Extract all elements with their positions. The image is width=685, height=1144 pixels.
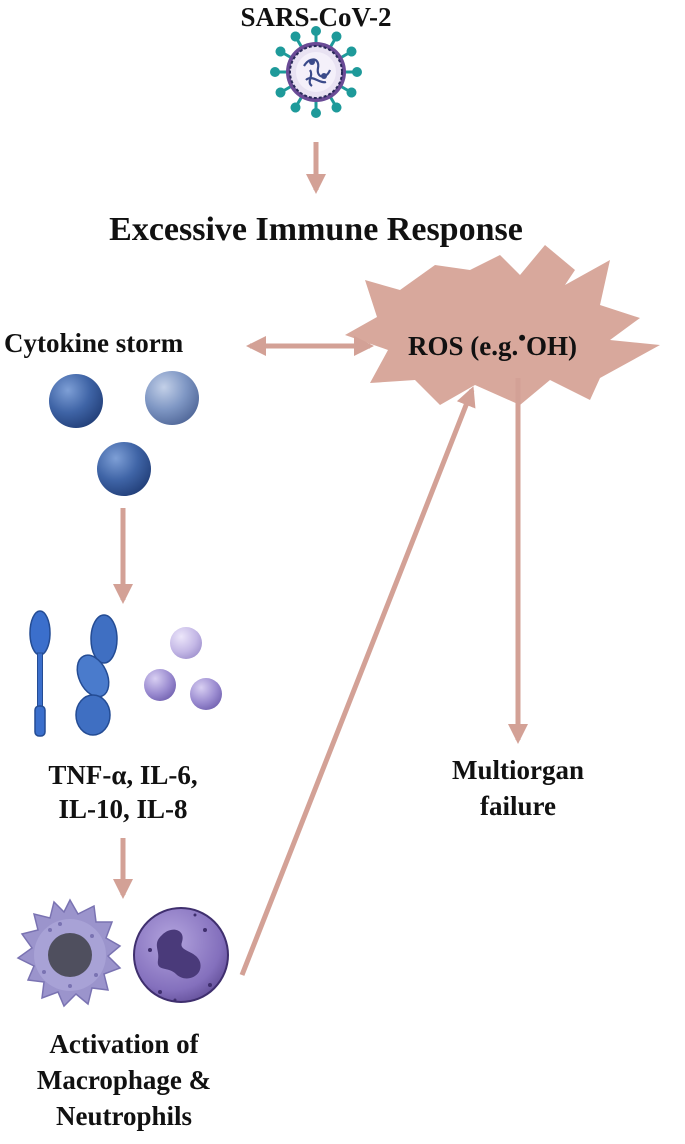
multiorgan-failure-label: Multiorgan failure [418,752,618,824]
arrow-activation-to-ros [239,386,476,976]
ros-label: ROS (e.g.•OH) [408,325,577,362]
cytokine-storm-label: Cytokine storm [4,328,184,358]
activation-label-line1: Activation of [49,1029,199,1059]
interleukin-spheres [144,627,222,710]
activation-label: Activation of Macrophage & Neutrophils [0,1026,248,1134]
virus-icon [270,26,362,118]
antibody-icon [29,610,51,737]
cytokine-storm-spheres [49,371,199,496]
cytokines-label: TNF-α, IL-6, IL-10, IL-8 [3,758,243,826]
ros-burst-shape [345,245,660,405]
ros-label-prefix: ROS (e.g. [408,331,519,361]
protein-chain-icon [75,614,118,736]
macrophage-icon [16,898,122,1008]
multiorgan-label-line1: Multiorgan [452,755,584,785]
multiorgan-label-line2: failure [480,791,556,821]
ros-radical-dot: • [518,325,526,350]
activation-label-line3: Neutrophils [55,1101,193,1131]
immune-response-label: Excessive Immune Response [109,211,523,248]
cytokines-label-line1: TNF-α, IL-6, [48,760,198,790]
ros-label-suffix: OH) [525,331,577,361]
cytokines-label-line2: IL-10, IL-8 [58,794,188,824]
neutrophil-icon [133,907,229,1003]
virus-label: SARS-CoV-2 [240,2,392,32]
activation-label-line2: Macrophage & [36,1065,212,1095]
cytokine-molecules [29,610,222,737]
